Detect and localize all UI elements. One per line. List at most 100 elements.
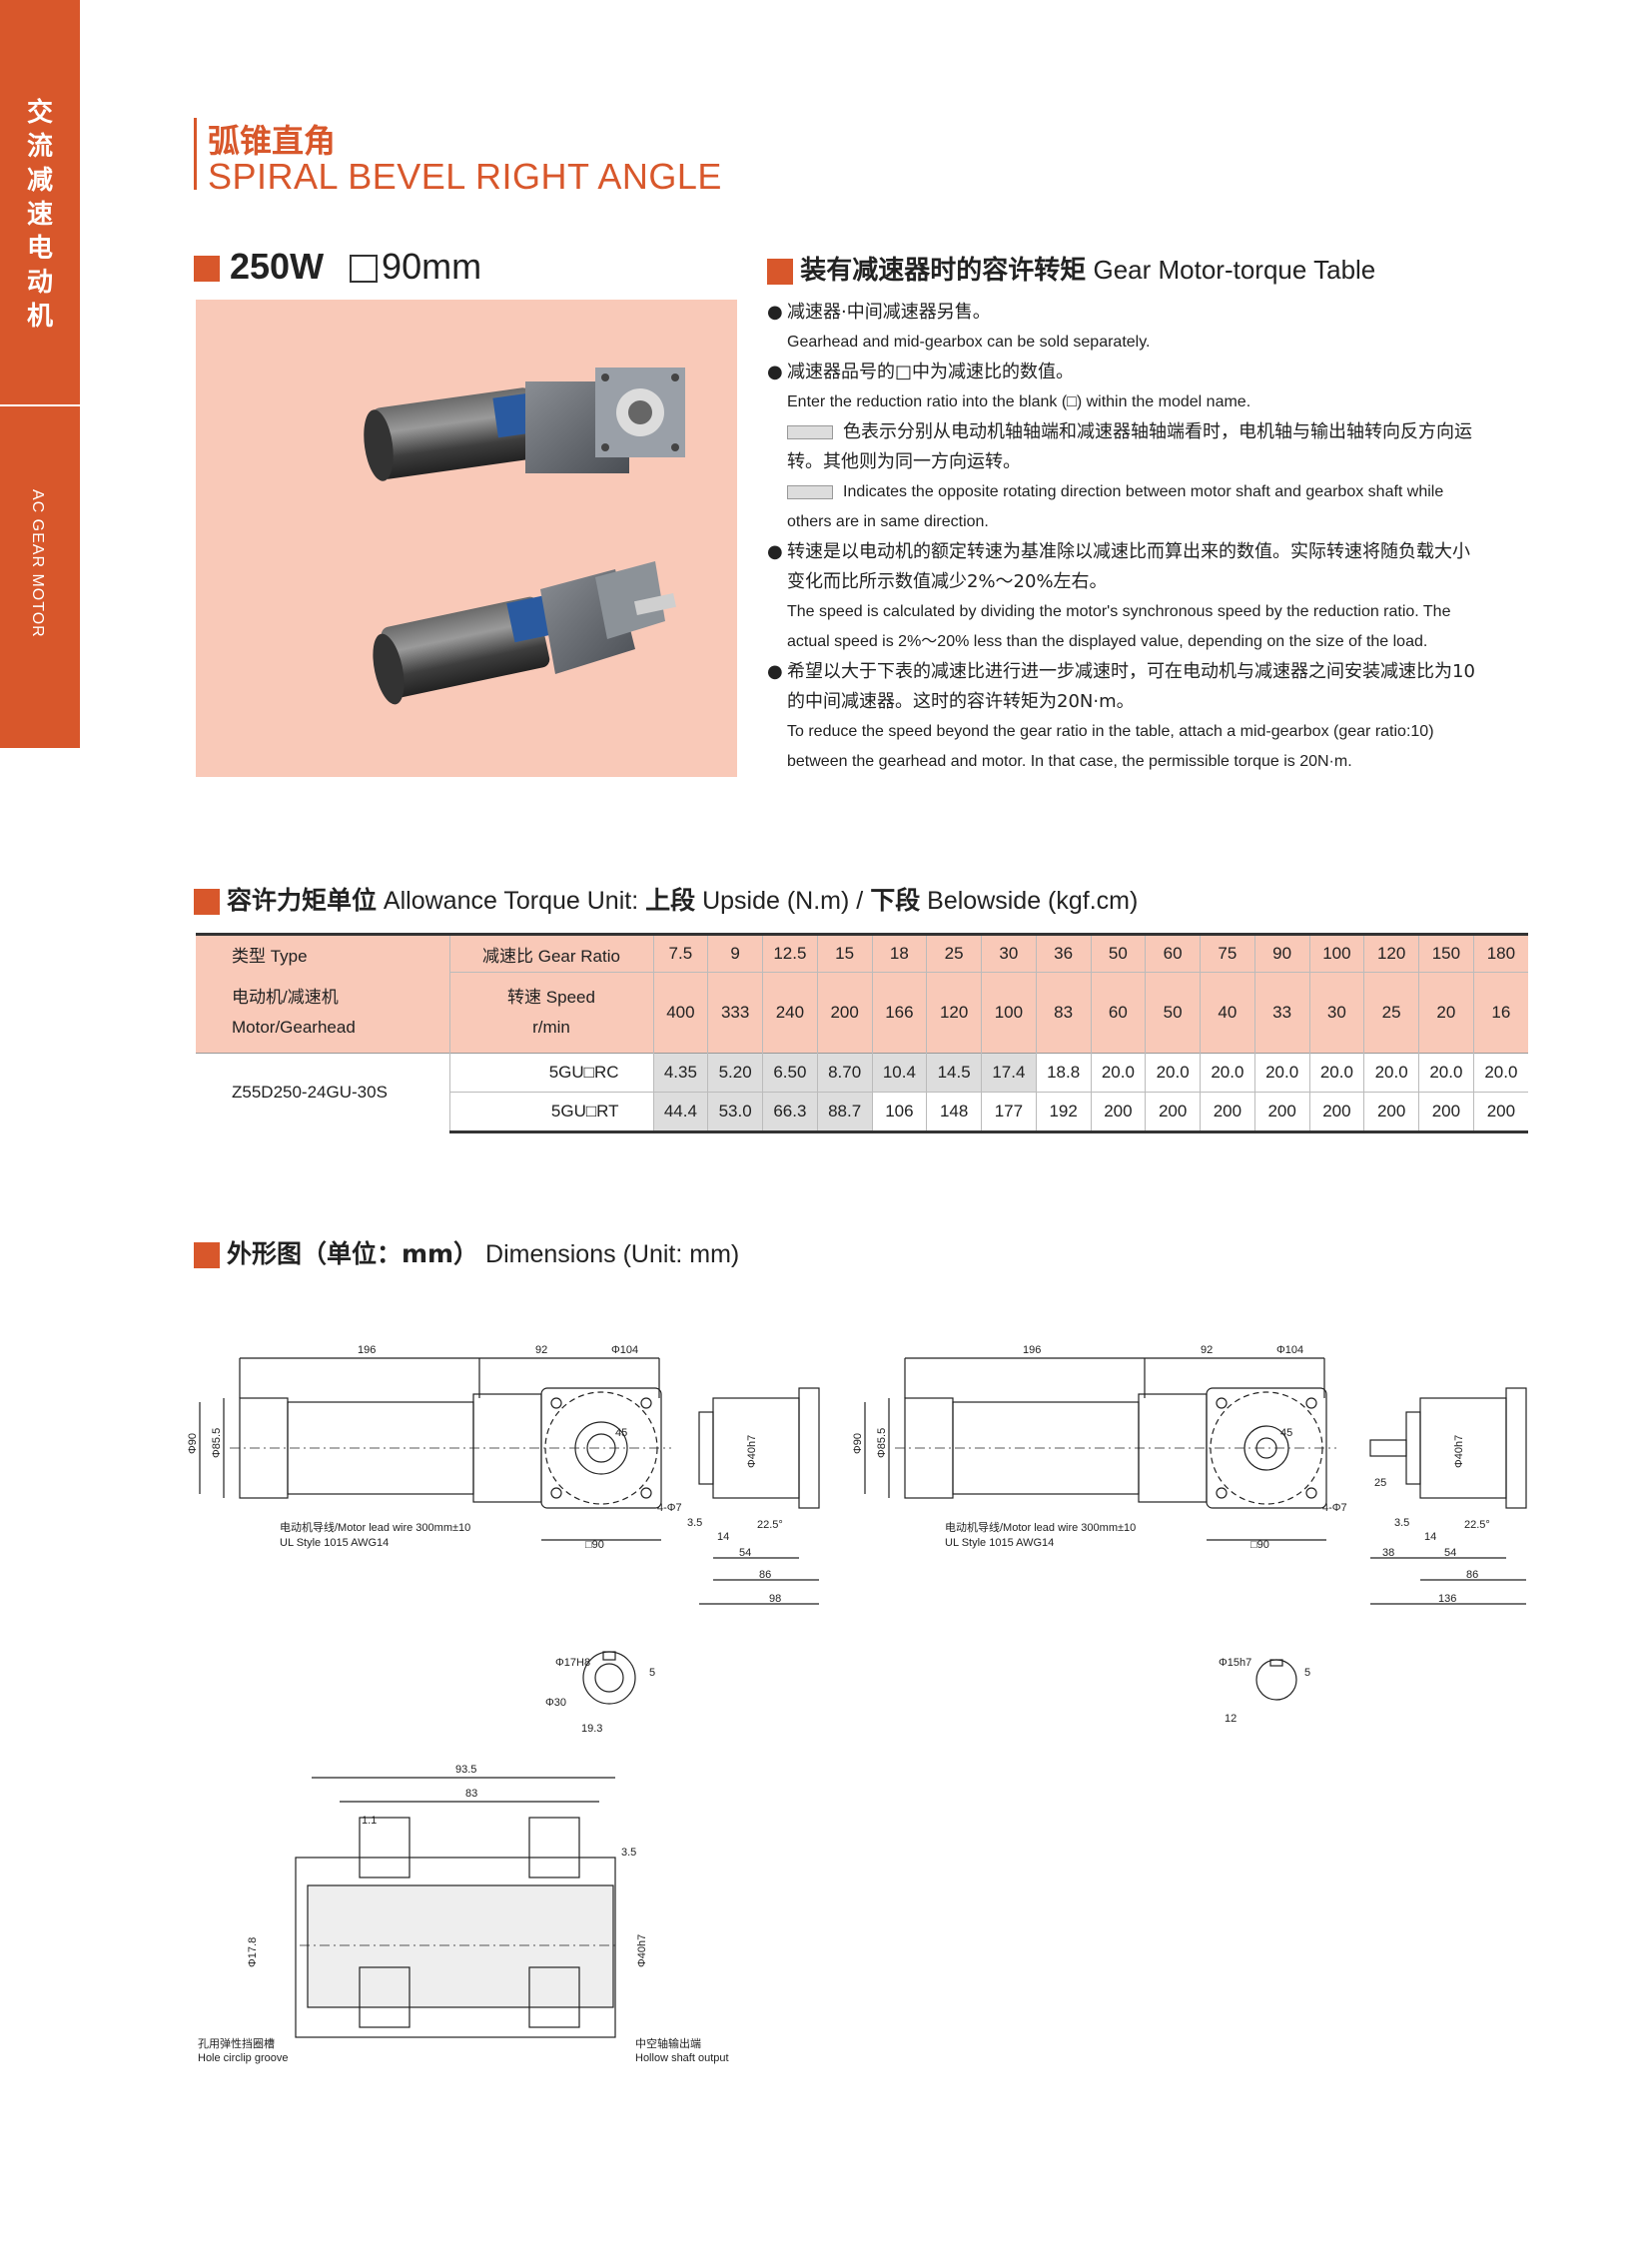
torque-table: 类型 Type 减速比 Gear Ratio 7.5 9 12.5 15 18 … <box>196 933 1528 1133</box>
torque-cell: 20.0 <box>1418 1052 1474 1092</box>
dim-12: 12 <box>1225 1713 1237 1725</box>
ratio-cell: 36 <box>1035 933 1091 973</box>
torque-cell: 20.0 <box>1090 1052 1146 1092</box>
dimensions-heading-en: Dimensions (Unit: mm) <box>485 1240 740 1268</box>
torque-cell: 200 <box>1472 1091 1528 1133</box>
note-item: 色表示分别从电动机轴轴端和减速器轴轴端看时，电机轴与输出轴转向反方向运转。其他则… <box>767 417 1486 477</box>
table-row-ratio: 类型 Type 减速比 Gear Ratio 7.5 9 12.5 15 18 … <box>196 933 1528 973</box>
speed-cell: 240 <box>762 972 818 1053</box>
dim-phi40: Φ40h7 <box>636 1934 648 1967</box>
dim-phi90: Φ90 <box>187 1433 199 1454</box>
dim-4phi7-r: 4-Φ7 <box>1322 1502 1347 1514</box>
notes-list: ●减速器·中间减速器另售。 Gearhead and mid-gearbox c… <box>767 298 1486 777</box>
drawing-solid-shaft: 196 92 Φ104 Φ90 Φ85.5 45 4-Φ7 电动机导线/Moto… <box>852 1344 1527 1725</box>
note-item: Indicates the opposite rotating directio… <box>767 477 1486 537</box>
drawing-hollow-shaft: 196 92 Φ104 Φ90 Φ85.5 45 4-Φ7 电动机导线/Moto… <box>187 1344 820 2064</box>
ratio-cell: 25 <box>926 933 982 973</box>
upside-label-en: Upside (N.m) / <box>702 887 864 915</box>
table-row-upper: Z55D250-24GU-30S 5GU□RC 4.35 5.20 6.50 8… <box>196 1052 1528 1131</box>
square-bullet-icon <box>767 259 793 286</box>
square-bullet-icon <box>194 889 220 916</box>
torque-cell: 18.8 <box>1035 1052 1091 1092</box>
torque-cell: 200 <box>1090 1091 1146 1133</box>
ratio-cell: 150 <box>1418 933 1474 973</box>
note-2-en: Enter the reduction ratio into the blank… <box>787 393 1251 410</box>
dim-4phi7: 4-Φ7 <box>657 1502 682 1514</box>
gear-motor-top <box>364 368 685 481</box>
speed-cell: 60 <box>1090 972 1146 1053</box>
dim-935: 93.5 <box>455 1764 476 1776</box>
notes-heading-en: Gear Motor-torque Table <box>1093 255 1376 285</box>
torque-cell: 200 <box>1253 1091 1309 1133</box>
square-frame-icon <box>350 255 379 284</box>
dim-phi40-side: Φ40h7 <box>746 1435 758 1468</box>
torque-cell: 66.3 <box>762 1091 818 1133</box>
dim-104: Φ104 <box>611 1344 638 1356</box>
ratio-cell: 12.5 <box>762 933 818 973</box>
torque-heading-en: Allowance Torque Unit: <box>383 887 639 915</box>
torque-unit-heading: 容许力矩单位 Allowance Torque Unit: 上段 Upside … <box>194 881 1138 917</box>
side-tab-foot <box>0 744 80 748</box>
dim-phi30: Φ30 <box>545 1697 566 1709</box>
dim-225: 22.5° <box>757 1519 783 1531</box>
torque-cell: 200 <box>1418 1091 1474 1133</box>
torque-cell: 200 <box>1308 1091 1364 1133</box>
speed-cell: 20 <box>1418 972 1474 1053</box>
hollow-output-cn: 中空轴输出端 <box>635 2036 701 2050</box>
side-divider <box>0 404 80 406</box>
dim-h17: Φ17H8 <box>555 1657 590 1669</box>
dim-phi855: Φ85.5 <box>211 1428 223 1458</box>
dot-bullet-icon: ● <box>767 661 783 682</box>
ratio-cell: 30 <box>981 933 1037 973</box>
dim-38: 38 <box>1382 1547 1394 1559</box>
lead-wire-note-r: 电动机导线/Motor lead wire 300mm±10 <box>945 1520 1136 1534</box>
ratio-cell: 90 <box>1253 933 1309 973</box>
dim-92-r: 92 <box>1201 1344 1213 1356</box>
torque-cell: 106 <box>871 1091 927 1133</box>
gearhead-rc: 5GU□RC <box>448 1052 653 1092</box>
torque-cell: 200 <box>1363 1091 1419 1133</box>
dim-phi855-r: Φ85.5 <box>876 1428 888 1458</box>
dim-54-r: 54 <box>1444 1547 1456 1559</box>
product-photo <box>196 300 737 777</box>
dimensions-heading-cn: 外形图（单位：mm） <box>226 1239 479 1268</box>
hole-groove-en: Hole circlip groove <box>198 2052 288 2064</box>
note-2-cn: 减速器品号的□中为减速比的数值。 <box>787 362 1075 382</box>
lead-wire-note: 电动机导线/Motor lead wire 300mm±10 <box>280 1520 470 1534</box>
speed-cell: 25 <box>1363 972 1419 1053</box>
torque-cell: 44.4 <box>652 1091 708 1133</box>
dim-14: 14 <box>717 1531 729 1543</box>
speed-cell: 120 <box>926 972 982 1053</box>
spec-power: 250W <box>230 246 325 287</box>
torque-cell: 20.0 <box>1253 1052 1309 1092</box>
torque-cell: 6.50 <box>762 1052 818 1092</box>
dim-35b: 3.5 <box>621 1847 636 1859</box>
note-item: ●减速器·中间减速器另售。 <box>767 298 1486 328</box>
torque-cell: 53.0 <box>707 1091 763 1133</box>
hole-groove-cn: 孔用弹性挡圈槽 <box>198 2036 275 2050</box>
note-5-cn: 希望以大于下表的减速比进行进一步减速时，可在电动机与减速器之间安装减速比为10的… <box>787 661 1475 712</box>
ratio-label: 减速比 Gear Ratio <box>448 933 653 973</box>
note-4-en: The speed is calculated by dividing the … <box>787 603 1451 650</box>
speed-cell: 83 <box>1035 972 1091 1053</box>
gray-swatch-icon <box>787 425 833 439</box>
dim-phi178: Φ17.8 <box>247 1937 259 1967</box>
ratio-cell: 60 <box>1145 933 1201 973</box>
note-item: ●减速器品号的□中为减速比的数值。 <box>767 358 1486 387</box>
torque-cell: 8.70 <box>816 1052 872 1092</box>
speed-cell: 166 <box>871 972 927 1053</box>
torque-cell: 20.0 <box>1472 1052 1528 1092</box>
note-1-cn: 减速器·中间减速器另售。 <box>787 302 991 323</box>
speed-cell: 400 <box>652 972 708 1053</box>
dim-45: 45 <box>615 1427 627 1439</box>
model-cell: Z55D250-24GU-30S <box>196 1052 449 1131</box>
gear-motor-bottom <box>373 561 677 705</box>
dim-11: 1.1 <box>362 1815 377 1827</box>
ratio-cell: 15 <box>816 933 872 973</box>
speed-cell: 16 <box>1472 972 1528 1053</box>
speed-cell: 333 <box>707 972 763 1053</box>
torque-cell: 20.0 <box>1308 1052 1364 1092</box>
dot-bullet-icon: ● <box>767 302 783 323</box>
